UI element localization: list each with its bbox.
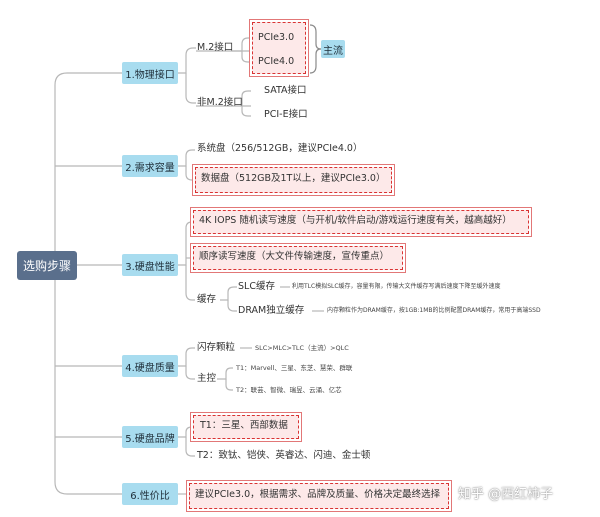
controller-t1-label: T1：Marvell、三星、东芝、慧荣、群联: [236, 364, 353, 372]
pcie4-label[interactable]: PCIe4.0: [258, 56, 295, 67]
step-node-interface[interactable]: 1.物理接口: [122, 62, 178, 84]
cache-label[interactable]: 缓存: [197, 294, 217, 305]
dram-cache-label[interactable]: DRAM独立缓存: [238, 305, 305, 316]
controller-label[interactable]: 主控: [197, 373, 217, 384]
root-node[interactable]: 选购步骤: [17, 251, 77, 280]
brand-t1-label[interactable]: T1：三星、西部数据: [200, 420, 288, 431]
value-note-label[interactable]: 建议PCIe3.0，根据需求、品牌及质量、价格决定最终选择: [195, 489, 441, 500]
dram-cache-note: 内存颗粒作为DRAM缓存，按1GB:1MB的比例配置DRAM缓存，常用于高端SS…: [327, 307, 541, 314]
highlight-sequential: [193, 246, 403, 270]
m2-interface-label[interactable]: M.2接口: [197, 42, 234, 53]
step-node-brand[interactable]: 5.硬盘品牌: [122, 426, 178, 448]
brand-t2-label[interactable]: T2：致钛、铠侠、英睿达、闪迪、金士顿: [197, 450, 371, 461]
system-disk-label[interactable]: 系统盘（256/512GB，建议PCIe4.0）: [197, 143, 363, 154]
watermark-text: 知乎 @西红柿子: [458, 487, 554, 502]
highlight-value: [189, 483, 449, 509]
mainstream-tag[interactable]: 主流: [321, 40, 345, 58]
pcie3-label[interactable]: PCIe3.0: [258, 32, 295, 43]
step-node-performance[interactable]: 3.硬盘性能: [122, 254, 178, 276]
pcie-e-label[interactable]: PCI-E接口: [264, 109, 308, 120]
step-node-quality[interactable]: 4.硬盘质量: [122, 355, 178, 377]
sata-label[interactable]: SATA接口: [264, 85, 307, 96]
highlight-data-disk: [195, 167, 392, 193]
iops-label[interactable]: 4K IOPS 随机读写速度（与开机/软件启动/游戏运行速度有关，越高越好）: [199, 215, 512, 226]
slc-cache-label[interactable]: SLC缓存: [238, 281, 275, 292]
highlight-pcie: [252, 22, 306, 74]
sequential-label[interactable]: 顺序读写速度（大文件传输速度，宣传重点）: [199, 251, 390, 262]
step-node-value[interactable]: 6.性价比: [122, 483, 178, 505]
highlight-brand-t1: [193, 415, 299, 439]
flash-chip-label[interactable]: 闪存颗粒: [197, 342, 236, 353]
data-disk-label[interactable]: 数据盘（512GB及1T以上，建议PCIe3.0）: [201, 173, 386, 184]
controller-t2-label: T2：联芸、智微、瑞昱、云涌、亿芯: [236, 386, 342, 394]
slc-cache-note: 利用TLC模拟SLC缓存，容量有限，传输大文件缓存写满后速度下降至缓外速度: [292, 283, 501, 290]
highlight-iops: [193, 210, 529, 234]
step-node-capacity[interactable]: 2.需求容量: [122, 155, 178, 177]
non-m2-interface-label[interactable]: 非M.2接口: [197, 97, 243, 108]
flash-chip-note: SLC>MLC>TLC（主流）>QLC: [255, 344, 349, 352]
